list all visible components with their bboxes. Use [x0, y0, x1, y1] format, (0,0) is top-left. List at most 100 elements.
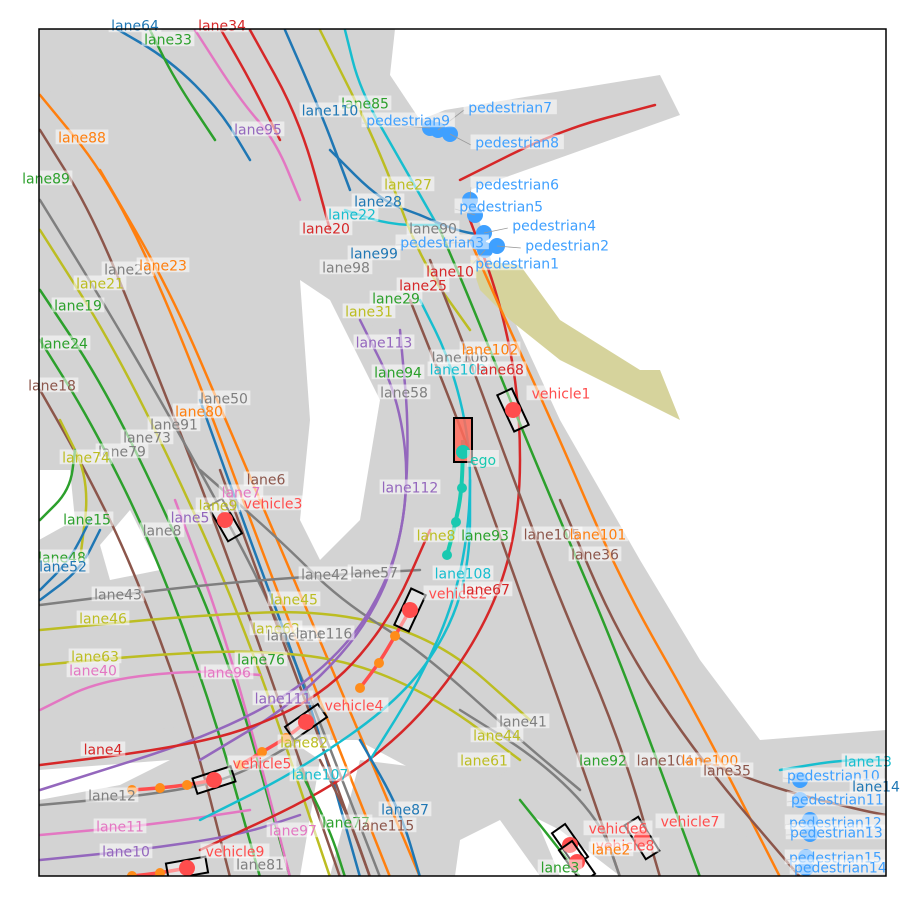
lane-label-52: lane108: [432, 565, 494, 583]
lane-label-35: lane73: [120, 429, 174, 447]
lane-label-53-bg: [298, 566, 352, 582]
lane-label-75: lane35: [700, 762, 754, 780]
lane-label-58-text: lane46: [79, 612, 127, 628]
lane-label-33-bg: [172, 403, 226, 419]
ego-traj-point: [457, 483, 467, 493]
lane-label-47-bg: [521, 526, 583, 542]
pedestrian7-label-text: pedestrian7: [468, 101, 552, 117]
lane-label-8-bg: [381, 176, 435, 192]
lane-label-14-text: lane98: [322, 261, 370, 277]
lane-label-85-bg: [99, 843, 153, 859]
lane-label-61-bg: [293, 625, 355, 641]
pedestrian14-label-text: pedestrian14: [794, 861, 887, 877]
lane-line-lane24: [39, 338, 262, 876]
lane-label-88-text: lane81: [236, 858, 284, 874]
lane-label-76-text: lane13: [844, 755, 892, 771]
pedestrian8-label-bg: [470, 134, 564, 150]
vehicle7-label-bg: [655, 813, 725, 829]
pedestrian2-label-text: pedestrian2: [525, 239, 609, 255]
lane-label-55-bg: [459, 581, 513, 597]
lane-label-37-bg: [59, 449, 113, 465]
lane-line-lane106: [438, 228, 701, 876]
vehicle9-traj-point: [155, 868, 165, 876]
lane-label-19-text: lane21: [76, 277, 124, 293]
lane-label-86-bg: [588, 841, 634, 857]
lane-label-11: lane20: [299, 220, 353, 238]
lane-label-61: lane116: [293, 625, 355, 643]
lane-label-10-bg: [325, 206, 379, 222]
vehicle2-trajectory: [358, 609, 412, 690]
pedestrian9-label-text: pedestrian9: [366, 114, 450, 130]
lane-label-86: lane2: [588, 841, 634, 859]
lane-label-53-text: lane42: [301, 568, 349, 584]
pedestrian13-label: pedestrian13: [785, 824, 888, 842]
lane-label-39: lane112: [379, 479, 441, 497]
lane-label-62-bg: [68, 648, 122, 664]
lane-label-82: lane115: [355, 817, 417, 835]
island-bottom-left: [39, 760, 170, 800]
lane-line-lane58: [368, 298, 472, 762]
pedestrian3-label-text: pedestrian3: [400, 236, 484, 252]
lane-label-78: lane107: [289, 766, 351, 784]
lane-label-79-bg: [85, 787, 139, 803]
lane-label-22-bg: [342, 303, 396, 319]
lane-label-31-text: lane58: [380, 386, 428, 402]
lane-label-65: lane96: [200, 664, 254, 682]
lane-label-69-bg: [277, 734, 331, 750]
lane-label-35-text: lane73: [123, 431, 171, 447]
lane-label-26-bg: [459, 341, 521, 357]
lane-label-28: lane68: [473, 361, 527, 379]
lane-label-26-text: lane102: [462, 343, 519, 359]
lane-label-65-text: lane96: [203, 666, 251, 682]
lane-label-46-text: lane93: [461, 529, 509, 545]
lane-label-51-text: lane52: [39, 560, 87, 576]
lane-label-54-bg: [347, 564, 401, 580]
pedestrian1-label-text: pedestrian1: [475, 257, 559, 273]
lane-label-70-text: lane4: [84, 743, 123, 759]
lane-label-54-text: lane57: [350, 566, 398, 582]
lane-label-31-bg: [377, 384, 431, 400]
lane-label-12: lane90: [406, 220, 460, 238]
lane-label-32-bg: [197, 390, 251, 406]
lane-label-13-text: lane99: [350, 247, 398, 263]
lane-label-72-text: lane92: [579, 754, 627, 770]
pedestrian5-label-text: pedestrian5: [459, 200, 543, 216]
lane-label-38: lane6: [243, 471, 289, 489]
pedestrian9-label-bg: [361, 112, 455, 128]
vehicle4-label-bg: [319, 697, 389, 713]
lane-label-63-bg: [234, 651, 288, 667]
lane-label-57-text: lane45: [270, 593, 318, 609]
lane-line-lane89: [39, 128, 341, 876]
lane-label-8-text: lane27: [384, 178, 432, 194]
lane-label-45-text: lane8: [417, 529, 456, 545]
lane-label-2-text: lane33: [144, 33, 192, 49]
lane-label-57-bg: [267, 591, 321, 607]
pedestrian-leader: [449, 133, 472, 146]
pedestrian-leader: [496, 245, 522, 249]
lane-line-lane21: [39, 228, 331, 876]
lane-line-lane112: [198, 318, 408, 762]
vehicle6-marker: [562, 837, 578, 853]
vehicle1-label: vehicle1: [526, 385, 596, 403]
pedestrian7-label-bg: [463, 99, 557, 115]
lane-label-15: lane10: [423, 263, 477, 281]
lane-label-85: lane10: [99, 843, 153, 861]
lane-label-14: lane98: [319, 259, 373, 277]
lane-label-43: lane15: [60, 511, 114, 529]
lane-label-56-text: lane43: [94, 588, 142, 604]
lane-label-24-bg: [37, 335, 91, 351]
lane-label-2: lane33: [141, 31, 195, 49]
pedestrian11-label-text: pedestrian11: [791, 793, 884, 809]
vehicle2-marker: [402, 602, 418, 618]
plot-frame: [38, 28, 887, 877]
lane-label-19-bg: [73, 275, 127, 291]
lane-label-44-bg: [139, 522, 185, 538]
lane-label-6: lane88: [55, 129, 109, 147]
lane-label-1: lane34: [195, 17, 249, 35]
pedestrian6-label-text: pedestrian6: [475, 178, 559, 194]
lane-label-79: lane12: [85, 787, 139, 805]
lane-line-lane64: [114, 29, 252, 162]
lane-label-58: lane46: [76, 610, 130, 628]
ego-traj-point: [442, 550, 452, 560]
lane-label-79-text: lane12: [88, 789, 136, 805]
